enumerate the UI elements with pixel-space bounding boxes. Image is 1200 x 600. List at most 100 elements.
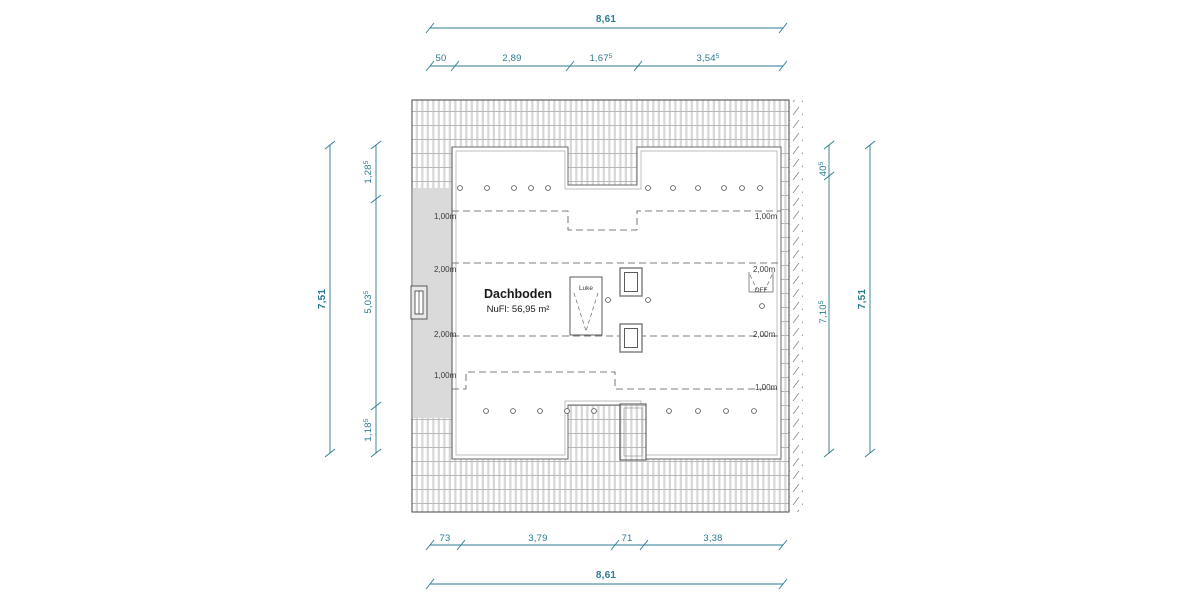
- roof-hatch-luke: Luke: [569, 276, 603, 336]
- height-label-1m-bottom-right: 1,00m: [755, 383, 778, 392]
- room-area: NuFl: 56,95 m²: [487, 304, 550, 315]
- post-dot: [591, 408, 597, 414]
- height-label-1m-top-right: 1,00m: [755, 212, 778, 221]
- room-label-group: Dachboden NuFl: 56,95 m²: [484, 287, 552, 315]
- chimney-shaft: [619, 403, 647, 461]
- dimension-left-overall: 7,51: [317, 140, 336, 458]
- dim-left-seg-2: 5,035: [363, 290, 375, 313]
- dim-bottom-seg-1: 73: [440, 533, 451, 544]
- dim-left-overall-label: 7,51: [317, 289, 328, 310]
- dim-left-seg-3: 1,185: [363, 418, 375, 441]
- off-swing-left: [749, 274, 758, 291]
- dimension-top-chain: 50 2,89 1,675 3,545: [425, 53, 788, 72]
- dimension-right-chain: 405 7,105: [818, 140, 835, 458]
- post-dot: [757, 185, 763, 191]
- dim-top-seg-1: 50: [436, 53, 447, 64]
- height-label-2m-upper-left: 2,00m: [434, 265, 457, 274]
- dim-tick: [778, 60, 788, 72]
- dim-bottom-overall-label: 8,61: [596, 570, 617, 581]
- post-dot: [511, 185, 517, 191]
- off-opening: OFF: [748, 272, 774, 294]
- dim-tick: [425, 578, 435, 590]
- dim-tick: [778, 539, 788, 551]
- shaft-box-lower-inner: [624, 328, 638, 348]
- dimension-left-chain: 1,285 5,035 1,185: [363, 140, 382, 458]
- dim-tick: [864, 448, 876, 458]
- post-dot: [666, 408, 672, 414]
- dim-tick: [370, 448, 382, 458]
- roof-height-lines: 1,00m 1,00m 2,00m 2,00m 2,00m 2,00m 1,00…: [434, 210, 781, 392]
- dim-top-seg-4: 3,545: [696, 53, 719, 65]
- dim-tick: [823, 140, 835, 150]
- left-wall-window: [410, 285, 428, 320]
- post-dot: [670, 185, 676, 191]
- post-dot: [721, 185, 727, 191]
- room-name: Dachboden: [484, 287, 552, 301]
- shaft-box-upper-inner: [624, 272, 638, 292]
- height-label-2m-lower-left: 2,00m: [434, 330, 457, 339]
- dim-tick: [425, 60, 435, 72]
- dim-tick: [370, 140, 382, 150]
- post-dot: [545, 185, 551, 191]
- dim-right-seg-2: 7,105: [818, 300, 830, 323]
- height-label-2m-upper-right: 2,00m: [753, 265, 776, 274]
- post-dot: [528, 185, 534, 191]
- post-dot: [457, 185, 463, 191]
- height-line-1m-bottom: [452, 371, 781, 390]
- rafter-post-dots: [457, 185, 765, 414]
- post-dot: [605, 297, 611, 303]
- right-edge-hatch: [789, 100, 803, 512]
- dim-bottom-seg-3: 71: [622, 533, 633, 544]
- dim-tick: [565, 60, 575, 72]
- dim-left-seg-1: 1,285: [363, 160, 375, 183]
- dim-top-seg-2: 2,89: [502, 53, 521, 64]
- dim-tick-end: [778, 22, 788, 34]
- height-label-1m-bottom-left: 1,00m: [434, 371, 457, 380]
- dim-tick: [324, 140, 336, 150]
- dim-tick-start: [425, 22, 435, 34]
- dim-tick: [823, 448, 835, 458]
- dim-bottom-seg-2: 3,79: [528, 533, 547, 544]
- dim-tick: [370, 194, 382, 204]
- luke-outline: [569, 276, 603, 336]
- dim-tick: [450, 60, 460, 72]
- dim-tick: [823, 171, 835, 181]
- height-label-1m-top-left: 1,00m: [434, 212, 457, 221]
- chimney-inner: [623, 407, 643, 457]
- luke-label: Luke: [579, 285, 593, 292]
- post-dot: [564, 408, 570, 414]
- post-dot: [695, 408, 701, 414]
- off-swing-right: [764, 274, 773, 291]
- dimension-bottom-overall: 8,61: [425, 570, 788, 590]
- dim-tick: [324, 448, 336, 458]
- post-dot: [484, 185, 490, 191]
- dimension-right-overall: 7,51: [857, 140, 876, 458]
- post-dot: [645, 297, 651, 303]
- dim-right-overall-label: 7,51: [857, 289, 868, 310]
- post-dot: [759, 303, 765, 309]
- dim-tick: [864, 140, 876, 150]
- height-label-2m-lower-right: 2,00m: [753, 330, 776, 339]
- post-dot: [695, 185, 701, 191]
- post-dot: [510, 408, 516, 414]
- dim-tick: [370, 401, 382, 411]
- dimension-top-overall: 8,61: [425, 14, 788, 34]
- interior-wall-inner-line: [455, 150, 778, 456]
- height-line-1m-top: [452, 210, 781, 231]
- dim-top-overall-label: 8,61: [596, 14, 617, 25]
- dimension-bottom-chain: 73 3,79 71 3,38: [425, 533, 788, 551]
- dim-tick: [633, 60, 643, 72]
- dim-tick: [778, 578, 788, 590]
- dim-bottom-seg-4: 3,38: [703, 533, 722, 544]
- dim-right-seg-1: 405: [818, 161, 830, 176]
- post-dot: [751, 408, 757, 414]
- dim-tick: [639, 539, 649, 551]
- dim-tick: [610, 539, 620, 551]
- post-dot: [537, 408, 543, 414]
- dim-top-seg-3: 1,675: [589, 53, 612, 65]
- off-label: OFF: [755, 287, 768, 294]
- post-dot: [483, 408, 489, 414]
- dim-tick: [425, 539, 435, 551]
